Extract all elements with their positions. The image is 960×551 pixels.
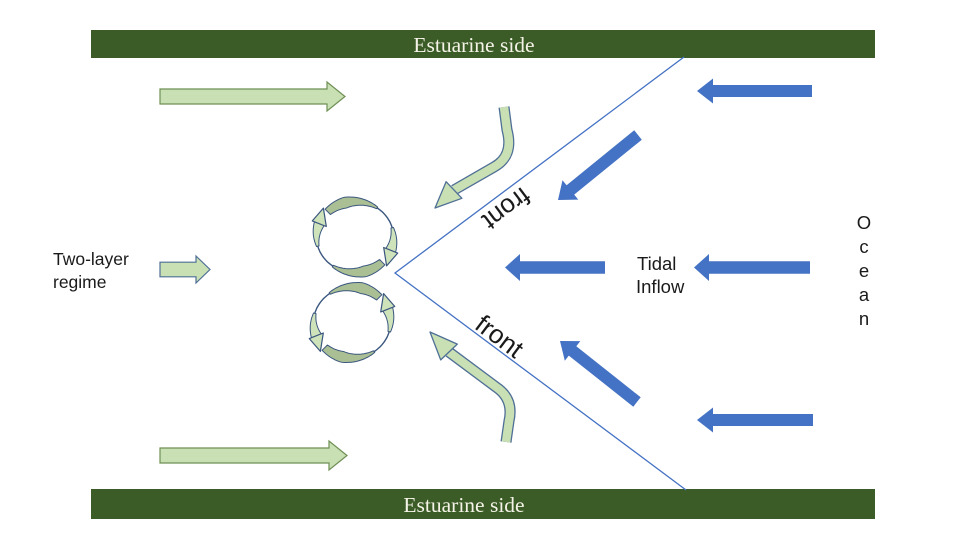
svg-text:Tidal: Tidal — [637, 253, 676, 274]
svg-text:regime: regime — [53, 272, 107, 292]
svg-text:a: a — [859, 284, 870, 305]
svg-text:n: n — [859, 308, 869, 329]
svg-text:Estuarine side: Estuarine side — [413, 33, 534, 57]
svg-text:O: O — [857, 212, 871, 233]
svg-text:e: e — [859, 260, 869, 281]
svg-text:c: c — [859, 236, 868, 257]
svg-text:Two-layer: Two-layer — [53, 249, 129, 269]
svg-text:Inflow: Inflow — [636, 276, 685, 297]
svg-text:Estuarine side: Estuarine side — [403, 493, 524, 517]
